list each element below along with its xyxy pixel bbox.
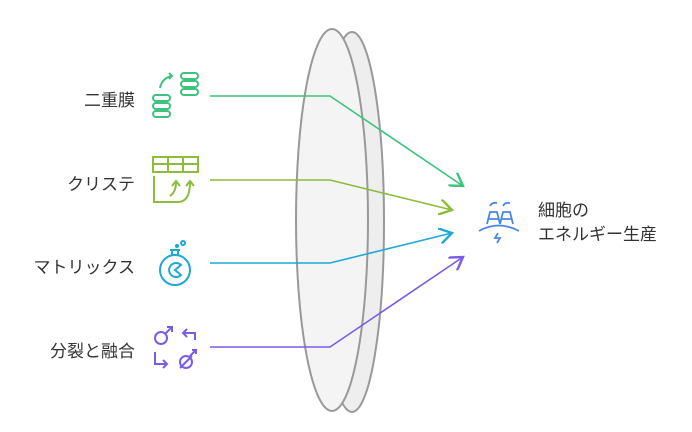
flask-icon	[159, 240, 191, 286]
output-label: 細胞の エネルギー生産	[538, 199, 657, 247]
table-arrows-icon	[152, 156, 199, 203]
input-label-fission-fusion: 分裂と融合	[50, 342, 135, 362]
database-swap-icon	[152, 72, 199, 118]
connector-3	[210, 233, 452, 264]
lens	[295, 28, 385, 413]
connector-2	[210, 179, 452, 210]
power-plant-icon	[478, 201, 520, 244]
input-label-matrix: マトリックス	[33, 258, 136, 278]
input-label-double-membrane: 二重膜	[84, 91, 135, 111]
input-label-cristae: クリステ	[67, 175, 135, 195]
connector-1	[210, 95, 463, 186]
connector-4	[210, 257, 463, 348]
output-line-2: エネルギー生産	[538, 225, 657, 245]
gender-swap-icon	[154, 326, 197, 369]
output-line-1: 細胞の	[538, 201, 589, 221]
